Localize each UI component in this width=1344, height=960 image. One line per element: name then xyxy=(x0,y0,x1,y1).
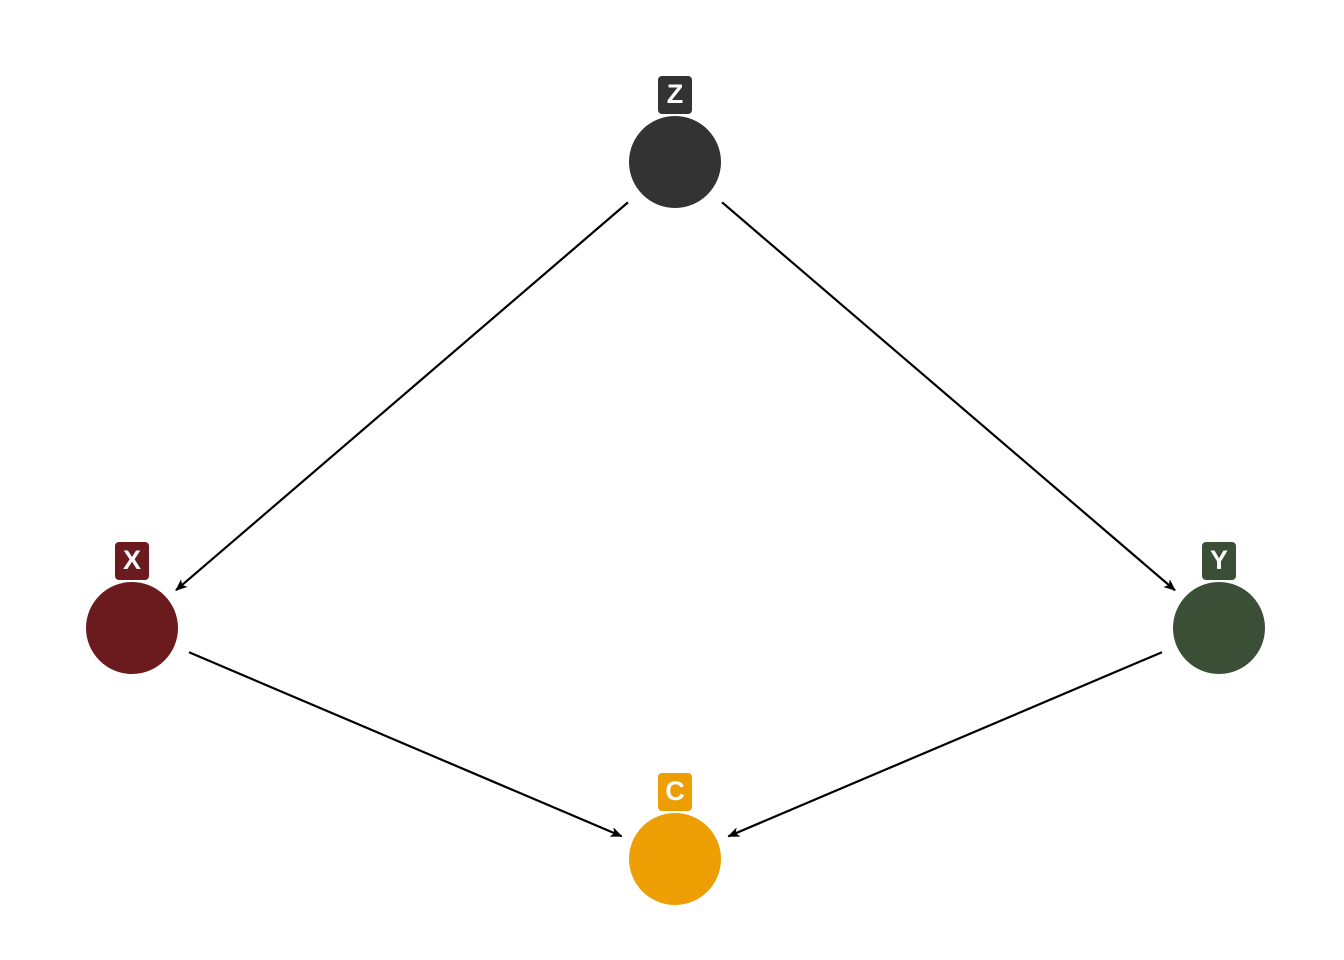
node-z: Z xyxy=(629,76,721,208)
node-label-x: X xyxy=(123,545,141,575)
nodes-layer: Z X Y C xyxy=(86,76,1265,905)
node-circle-z xyxy=(629,116,721,208)
edge-y-to-c xyxy=(727,651,1163,838)
node-label-y: Y xyxy=(1210,545,1228,575)
node-label-badge-c xyxy=(658,773,692,811)
node-x: X xyxy=(86,542,178,674)
node-label-z: Z xyxy=(667,79,684,109)
node-label-badge-z xyxy=(658,76,692,114)
edge-x-to-c xyxy=(188,651,623,838)
edge-z-to-y xyxy=(721,201,1176,592)
node-label-badge-x xyxy=(115,542,149,580)
node-circle-y xyxy=(1173,582,1265,674)
node-label-c: C xyxy=(665,776,685,806)
node-circle-x xyxy=(86,582,178,674)
edges-layer xyxy=(175,201,1176,838)
edge-z-to-x xyxy=(175,201,629,592)
node-label-badge-y xyxy=(1202,542,1236,580)
node-circle-c xyxy=(629,813,721,905)
node-c: C xyxy=(629,773,721,905)
node-y: Y xyxy=(1173,542,1265,674)
